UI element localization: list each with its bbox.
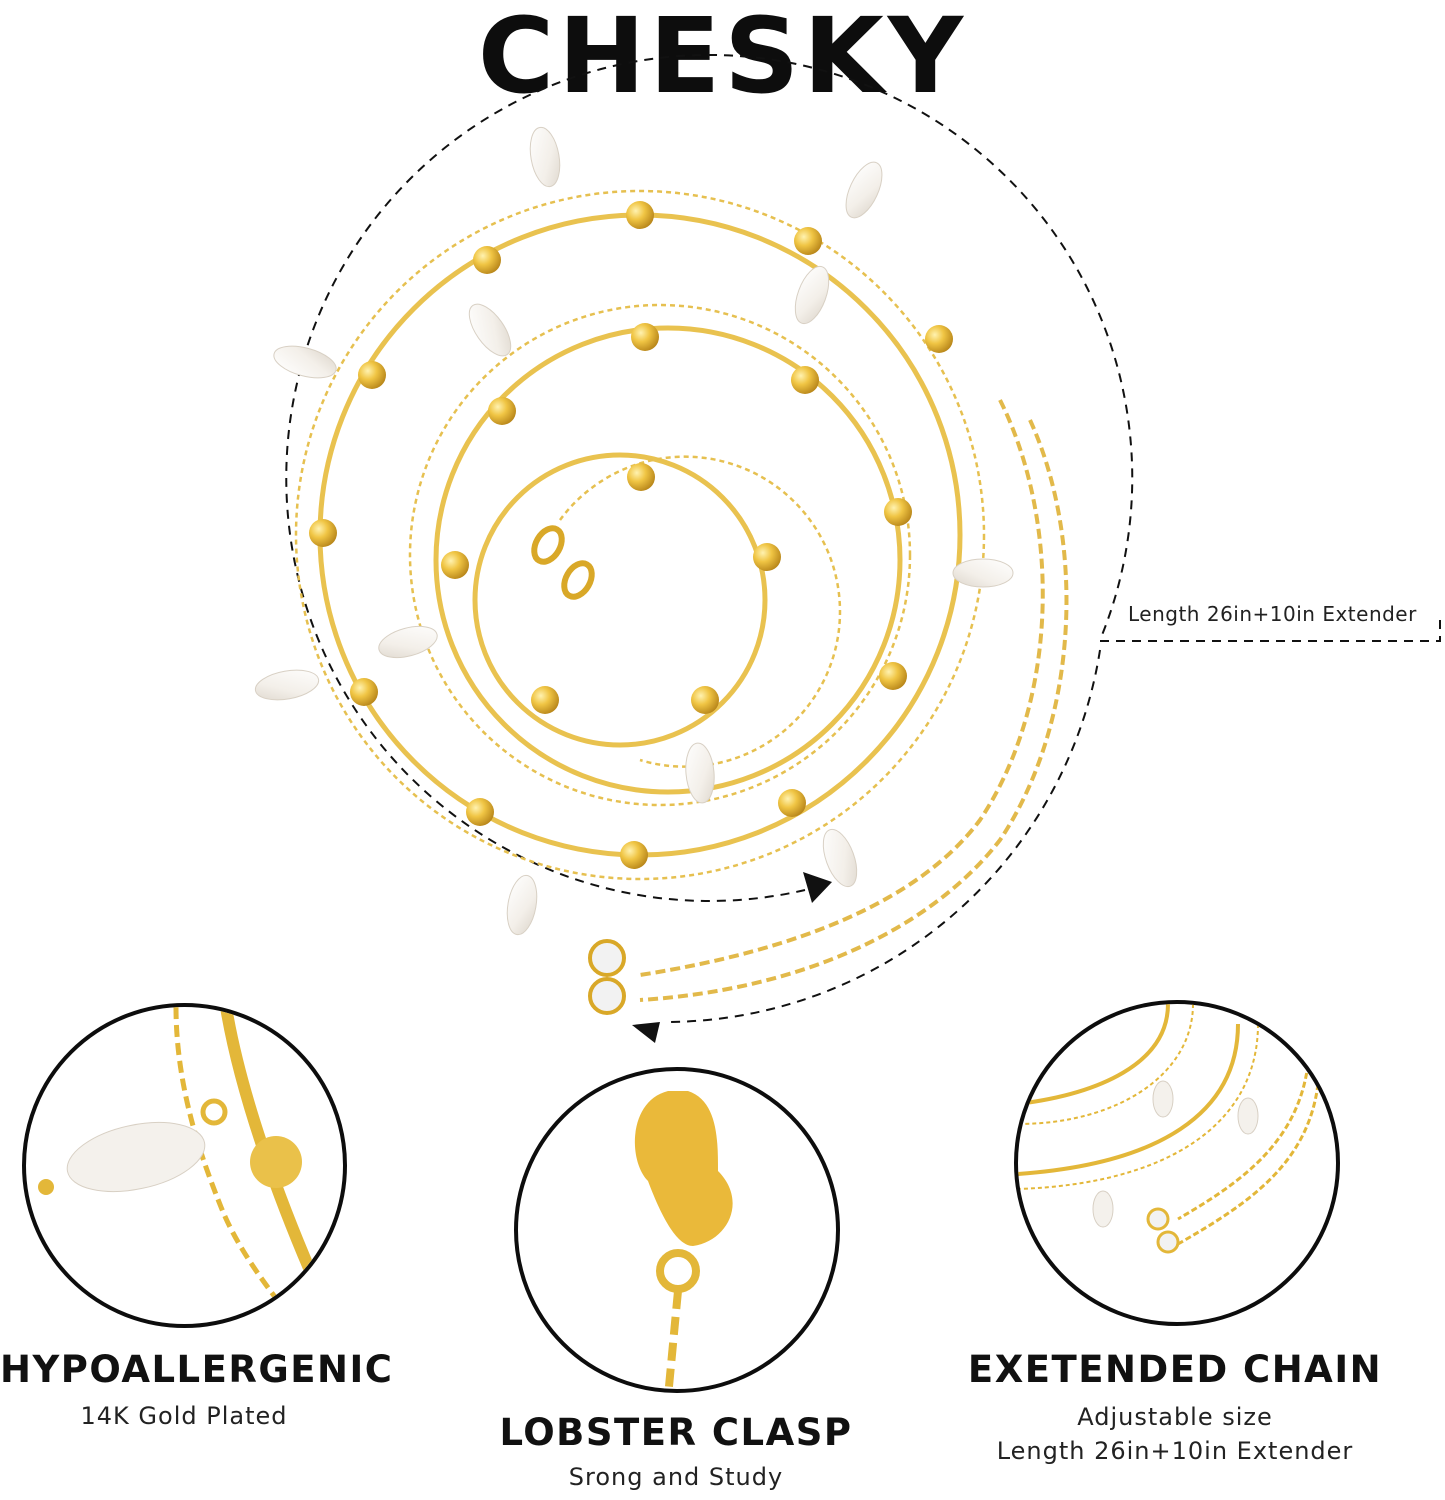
necklace-spiral-illustration	[254, 54, 1441, 1043]
length-label: Length 26in+10in Extender	[1128, 602, 1417, 626]
pearl-bead-closeup	[38, 1007, 332, 1324]
detail-circle-lobster-clasp	[514, 1067, 840, 1393]
brand-title: CHESKY	[477, 0, 968, 117]
feature-title-extended-chain: EXETENDED CHAIN	[967, 1348, 1383, 1391]
lobster-clasp-icon	[531, 525, 595, 600]
arrow-head-icon	[632, 1022, 660, 1043]
detail-circle-hypoallergenic	[22, 1003, 347, 1328]
lobster-clasp-closeup	[634, 1091, 733, 1389]
extender-chain-closeup	[1018, 1004, 1320, 1254]
label-leader-line	[1100, 618, 1441, 642]
feature-subtitle: Length 26in+10in Extender	[996, 1437, 1354, 1465]
chain-rings	[294, 189, 1069, 1002]
feature-subtitle: Adjustable size	[1077, 1403, 1273, 1431]
feature-subtitle: 14K Gold Plated	[80, 1402, 288, 1430]
pearl-drops	[254, 126, 1014, 936]
arrow-head-icon	[803, 872, 832, 903]
detail-circle-extended-chain	[1014, 1000, 1340, 1326]
extender-dashed-arc	[664, 649, 1101, 1023]
length-dashed-arc	[285, 54, 1134, 902]
feature-title-hypoallergenic: HYPOALLERGENIC	[0, 1348, 394, 1391]
feature-subtitle: Srong and Study	[568, 1463, 784, 1491]
crystal-drop-icon	[588, 939, 626, 1015]
feature-title-lobster-clasp: LOBSTER CLASP	[499, 1411, 853, 1454]
gold-beads	[309, 201, 953, 869]
